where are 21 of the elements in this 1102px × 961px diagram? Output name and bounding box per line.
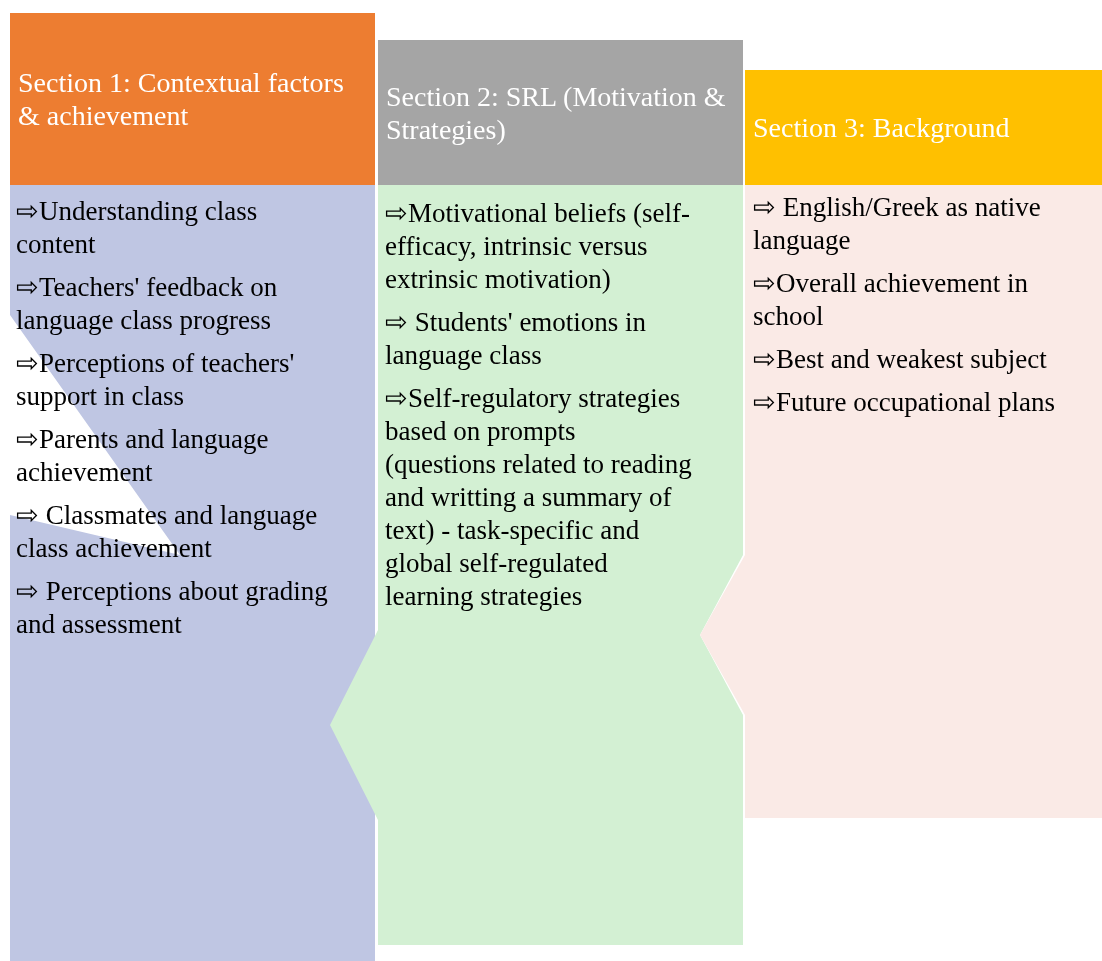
content-panel (10, 185, 378, 961)
list-item: ⇨Overall achievement in school (753, 267, 1029, 333)
list-item: ⇨ Perceptions about grading and assessment (16, 575, 329, 641)
header-title: Section 3: Background (753, 111, 1010, 144)
list-item: ⇨ Classmates and language class achievement (16, 499, 319, 565)
list-item: ⇨Understanding class content (16, 195, 259, 261)
section-header (378, 40, 743, 185)
content-panel (330, 185, 743, 945)
header-title: Section 2: SRL (Motivation & Strategies) (386, 79, 727, 146)
list-item: ⇨Teachers' feedback on language class progress (16, 271, 279, 337)
header-title: Section 1: Contextual factors & achievement (18, 66, 345, 132)
list-item: ⇨Parents and language achievement (16, 423, 270, 489)
list-item: ⇨Best and weakest subject (753, 343, 1048, 376)
section-header (745, 70, 1102, 185)
list-item: ⇨Motivational beliefs (self-efficacy, intrinsic versus extrinsic motivation) (385, 197, 691, 296)
list-item: ⇨Future occupational plans (753, 386, 1056, 419)
list-item: ⇨ English/Greek as native language (753, 191, 1042, 257)
list-item: ⇨Perceptions of teachers' support in class (16, 347, 296, 413)
list-item: ⇨ Students' emotions in language class (385, 306, 648, 372)
list-item: ⇨Self-regulatory strategies based on prompts (questions related to reading and writting a summary of text) - task-specific and global self-regulated learning strategies (385, 382, 693, 613)
section-header (10, 13, 375, 185)
